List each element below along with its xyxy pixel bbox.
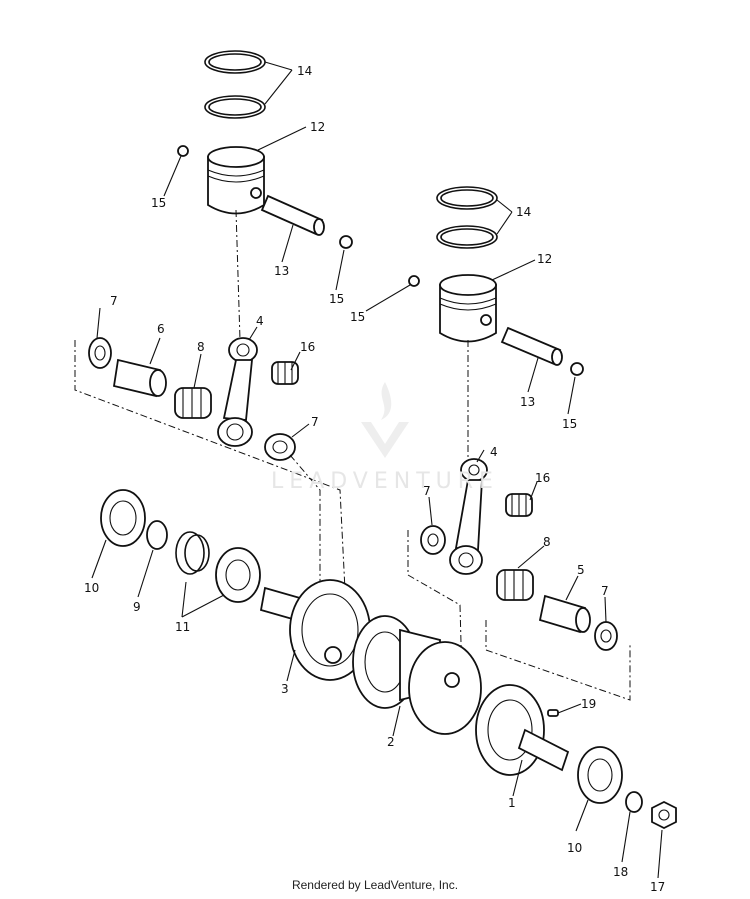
piston-ring-right-lower xyxy=(436,225,498,249)
bearing-center-left xyxy=(215,547,261,603)
piston-ring-right-upper xyxy=(436,186,498,210)
bearing-left xyxy=(100,489,146,547)
piston-left xyxy=(207,146,265,215)
part-label-9: 9 xyxy=(133,600,141,614)
piston-pin-right xyxy=(500,326,563,366)
part-label-5: 5 xyxy=(577,563,585,577)
watermark-text: LEADVENTURE xyxy=(271,469,499,494)
part-label-1: 1 xyxy=(508,796,516,810)
part-label-3: 3 xyxy=(281,682,289,696)
crank-pin-left xyxy=(112,358,167,398)
circlip-left-b xyxy=(339,235,353,249)
crank-nut xyxy=(651,800,677,830)
part-label-7-left-a: 7 xyxy=(110,294,118,308)
thrust-washer-left-a xyxy=(88,337,112,369)
part-label-12-left: 12 xyxy=(310,120,325,134)
thrust-washer-right-b xyxy=(594,621,618,651)
piston-ring-left-upper xyxy=(204,50,266,74)
crankshaft-center-section xyxy=(352,615,482,735)
part-label-11: 11 xyxy=(175,620,190,634)
lock-washer xyxy=(625,791,643,813)
thrust-washer-left-b xyxy=(264,433,296,461)
part-label-16-left: 16 xyxy=(300,340,315,354)
part-label-4-left: 4 xyxy=(256,314,264,328)
part-label-13-right: 13 xyxy=(520,395,535,409)
part-label-15-left-a: 15 xyxy=(151,196,166,210)
circlip-right-b xyxy=(570,362,584,376)
crankshaft-left-half xyxy=(259,579,371,681)
leadventure-logo-icon xyxy=(361,382,409,458)
part-label-16-right: 16 xyxy=(535,471,550,485)
watermark: LEADVENTURE xyxy=(245,380,525,494)
crank-pin-right xyxy=(538,594,591,634)
part-label-18: 18 xyxy=(613,865,628,879)
part-label-8-right: 8 xyxy=(543,535,551,549)
connecting-rod-left xyxy=(217,337,258,447)
oil-seal-left xyxy=(146,520,168,550)
leader-lines xyxy=(91,61,663,879)
woodruff-key xyxy=(547,709,559,717)
piston-ring-left-lower xyxy=(204,95,266,119)
needle-bearing-small-left xyxy=(271,361,299,385)
part-label-19: 19 xyxy=(581,697,596,711)
circlip-left-a xyxy=(177,145,189,157)
crankshaft-right-half xyxy=(475,684,570,776)
part-label-7-right-b: 7 xyxy=(601,584,609,598)
piston-right xyxy=(439,274,497,343)
thrust-washer-right-a xyxy=(420,525,446,555)
bearing-right xyxy=(577,746,623,804)
part-label-15-left-b: 15 xyxy=(329,292,344,306)
footer-credit: Rendered by LeadVenture, Inc. xyxy=(291,878,459,892)
part-label-13-left: 13 xyxy=(274,264,289,278)
part-label-14-left: 14 xyxy=(297,64,312,78)
needle-bearing-large-right xyxy=(496,569,534,601)
connecting-rod-right xyxy=(449,458,488,575)
part-label-15-right-b: 15 xyxy=(562,417,577,431)
part-label-14-right: 14 xyxy=(516,205,531,219)
needle-bearing-large-left xyxy=(174,387,212,419)
part-label-15-right-a: 15 xyxy=(350,310,365,324)
part-label-6: 6 xyxy=(157,322,165,336)
part-label-7-left-b: 7 xyxy=(311,415,319,429)
circlip-right-a xyxy=(408,275,420,287)
part-label-4-right: 4 xyxy=(490,445,498,459)
part-label-12-right: 12 xyxy=(537,252,552,266)
piston-pin-left xyxy=(260,194,325,236)
part-label-8-left: 8 xyxy=(197,340,205,354)
part-label-10-right: 10 xyxy=(567,841,582,855)
part-label-17: 17 xyxy=(650,880,665,894)
part-label-2: 2 xyxy=(387,735,395,749)
part-label-10-left: 10 xyxy=(84,581,99,595)
part-label-7-right-a: 7 xyxy=(423,484,431,498)
snap-ring-pair xyxy=(175,531,210,575)
needle-bearing-small-right xyxy=(505,493,533,517)
